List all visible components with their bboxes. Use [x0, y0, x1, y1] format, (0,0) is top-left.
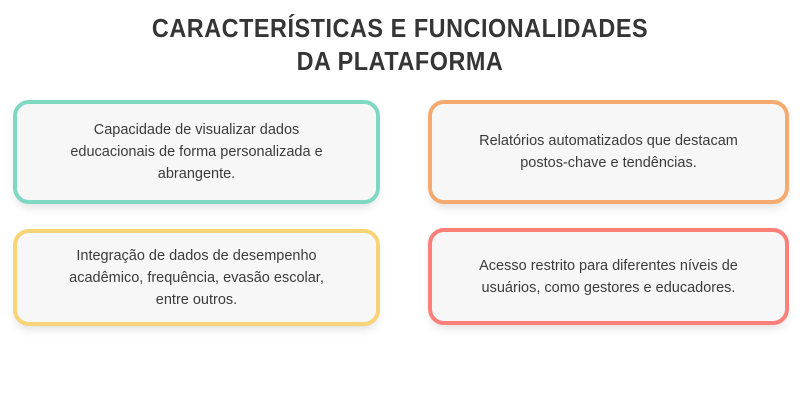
- feature-card-capacidade-visualizar-dados[interactable]: Capacidade de visualizar dados educacion…: [13, 100, 380, 204]
- feature-card-text: Relatórios automatizados que destacam po…: [479, 133, 738, 171]
- feature-card-acesso-restrito-niveis[interactable]: Acesso restrito para diferentes níveis d…: [428, 228, 789, 325]
- page-title: CARACTERÍSTICAS E FUNCIONALIDADES DA PLA…: [151, 13, 649, 76]
- feature-card-relatorios-automatizados[interactable]: Relatórios automatizados que destacam po…: [428, 100, 789, 204]
- feature-card-grid: Capacidade de visualizar dados educacion…: [0, 99, 800, 329]
- feature-card-text: Capacidade de visualizar dados educacion…: [70, 122, 323, 182]
- feature-card-text: Acesso restrito para diferentes níveis d…: [479, 257, 738, 296]
- feature-card-integracao-dados-desempenho[interactable]: Integração de dados de desempenho acadêm…: [13, 229, 380, 326]
- feature-card-text: Integração de dados de desempenho acadêm…: [69, 247, 324, 308]
